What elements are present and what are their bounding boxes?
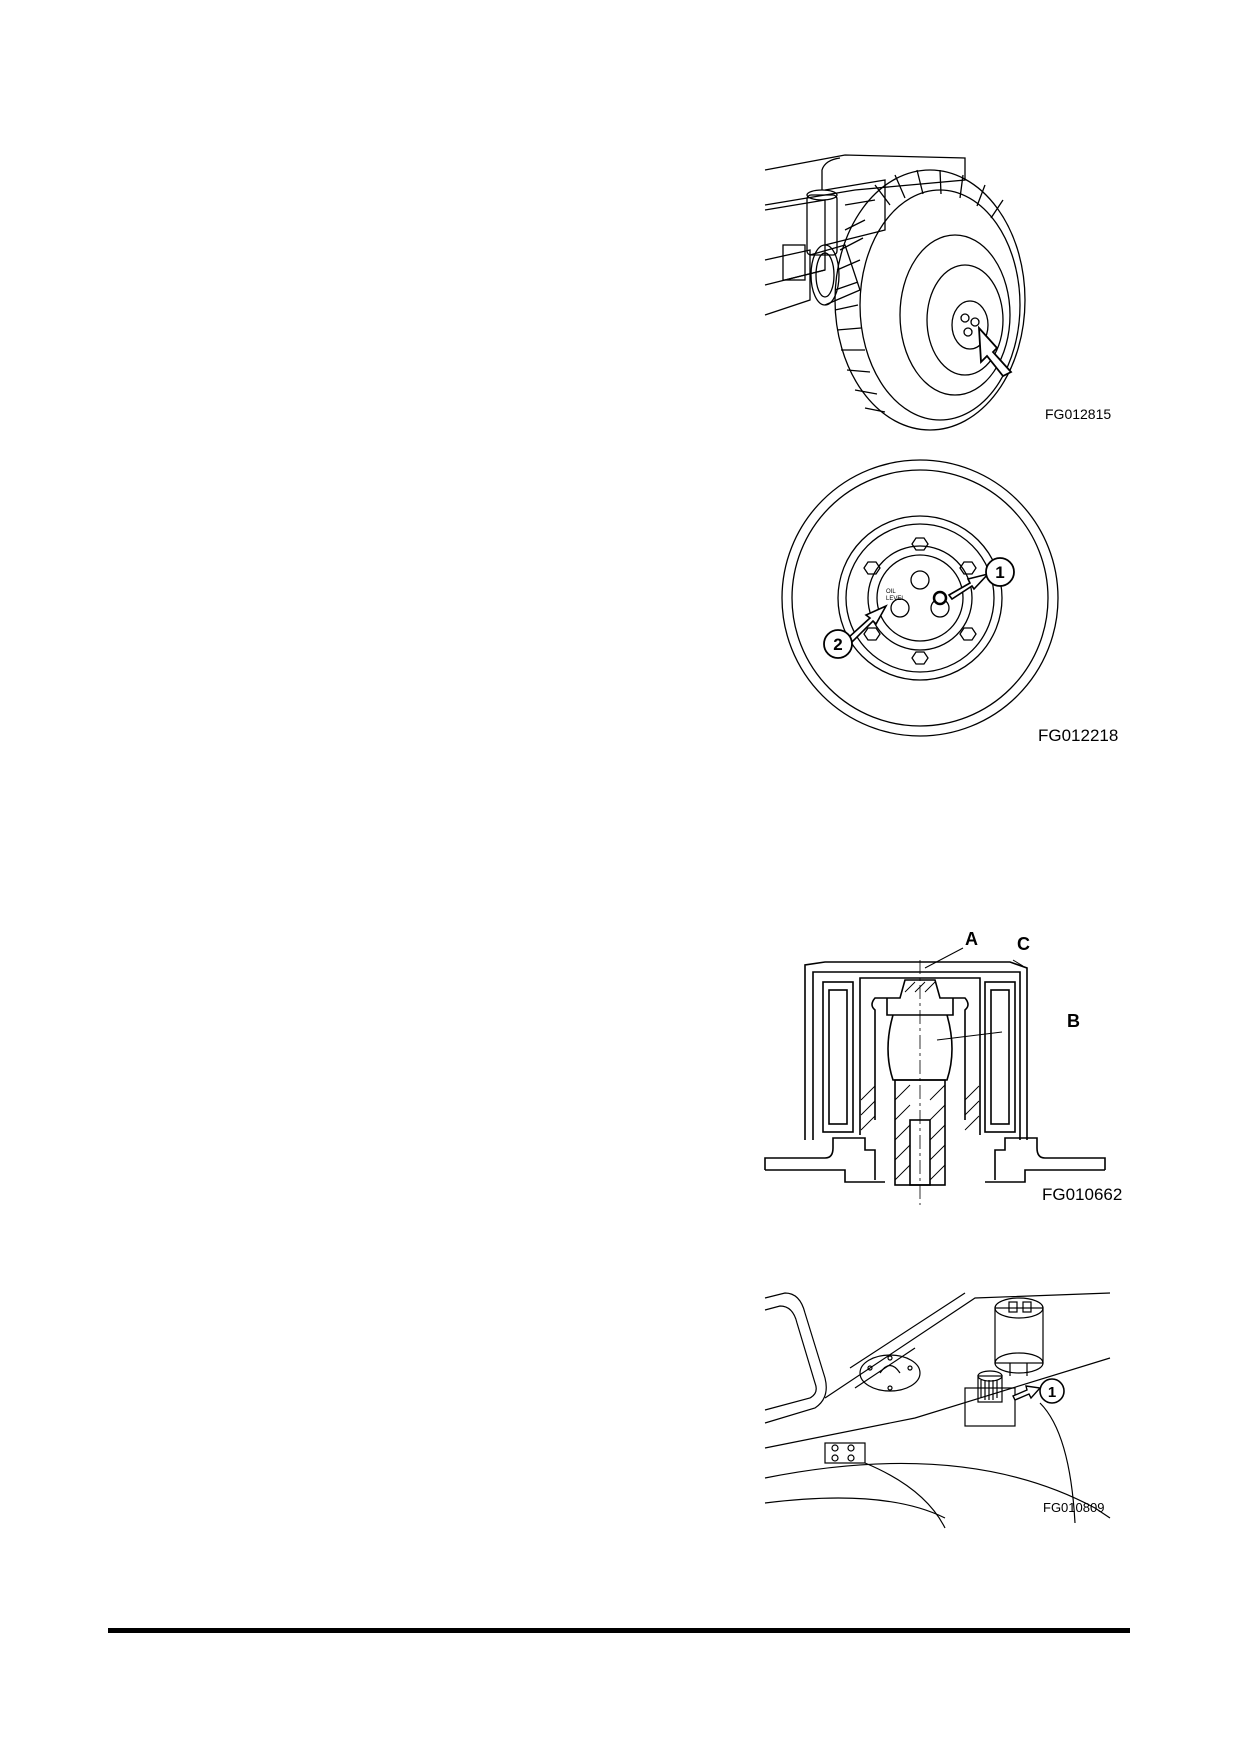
callout-2: 2 <box>833 635 842 654</box>
figure-code-fg012815: FG012815 <box>1045 406 1112 422</box>
figure-tank-top-breather: 1 FG010809 <box>764 1288 1145 1529</box>
figure-wheel-hub-perspective: FG012815 <box>764 150 1135 440</box>
figure-wheel-hub-front: 1 2 OIL LEVEL FG012218 <box>760 458 1140 748</box>
footer-rule <box>108 1628 1130 1633</box>
tank-top-drawing: 1 <box>764 1292 1111 1529</box>
breather-section-drawing: A C B <box>764 929 1106 1205</box>
callout-b: B <box>1067 1011 1080 1031</box>
figure-breather-cross-section: A C B FG010662 <box>764 920 1145 1210</box>
callout-a: A <box>965 929 978 949</box>
callout-1-tank: 1 <box>1048 1384 1056 1401</box>
callout-c: C <box>1017 934 1030 954</box>
callout-1: 1 <box>995 563 1004 582</box>
figure-code-fg012218: FG012218 <box>1038 726 1119 745</box>
hub-text-level: LEVEL <box>886 596 905 602</box>
figure-code-fg010809: FG010809 <box>1043 1500 1105 1515</box>
figure-code-fg010662: FG010662 <box>1042 1185 1123 1204</box>
hub-text-oil: OIL <box>886 589 896 595</box>
wheel-front-drawing: 1 2 OIL LEVEL <box>781 459 1059 737</box>
wheel-perspective-drawing <box>764 154 1026 431</box>
